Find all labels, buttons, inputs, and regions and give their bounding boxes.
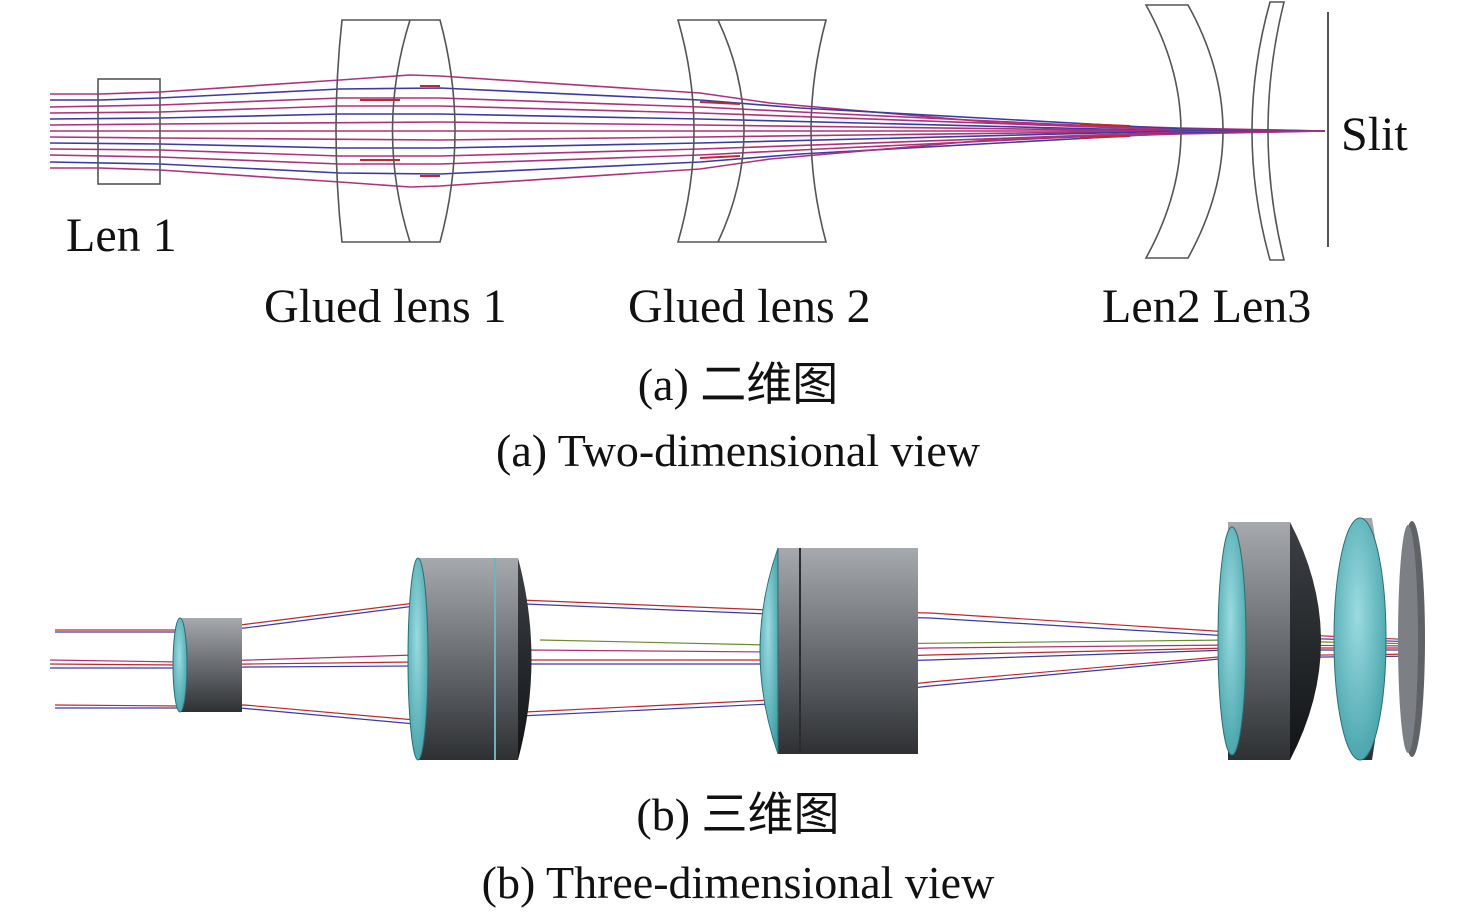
glued-lens2-3d (759, 547, 918, 755)
label-glued-lens2: Glued lens 2 (628, 280, 871, 333)
glued-lens2-element (676, 19, 828, 243)
label-len2-len3: Len2 Len3 (1102, 280, 1312, 333)
lens-outlines-2d (97, 1, 1329, 261)
glued-lens1-element (335, 19, 456, 243)
caption-a-en: (a) Two-dimensional view (496, 425, 980, 476)
ray-fan-2d (49, 74, 1326, 188)
caption-b-en: (b) Three-dimensional view (481, 857, 995, 908)
len2-element (1144, 4, 1224, 259)
label-len1: Len 1 (66, 209, 177, 262)
slit-3d (1398, 521, 1425, 757)
len2-3d (1217, 522, 1321, 760)
caption-b-cn: (b) 三维图 (636, 789, 840, 840)
label-glued-lens1: Glued lens 1 (264, 280, 507, 333)
ray-bundle-3d (49, 599, 1421, 725)
len1-element (97, 78, 161, 185)
glued-lens1-3d (407, 557, 532, 761)
len1-3d (172, 617, 242, 713)
caption-a-cn: (a) 二维图 (637, 359, 839, 410)
len3-element (1251, 1, 1286, 261)
label-slit: Slit (1341, 108, 1408, 161)
len3-3d (1333, 517, 1387, 761)
